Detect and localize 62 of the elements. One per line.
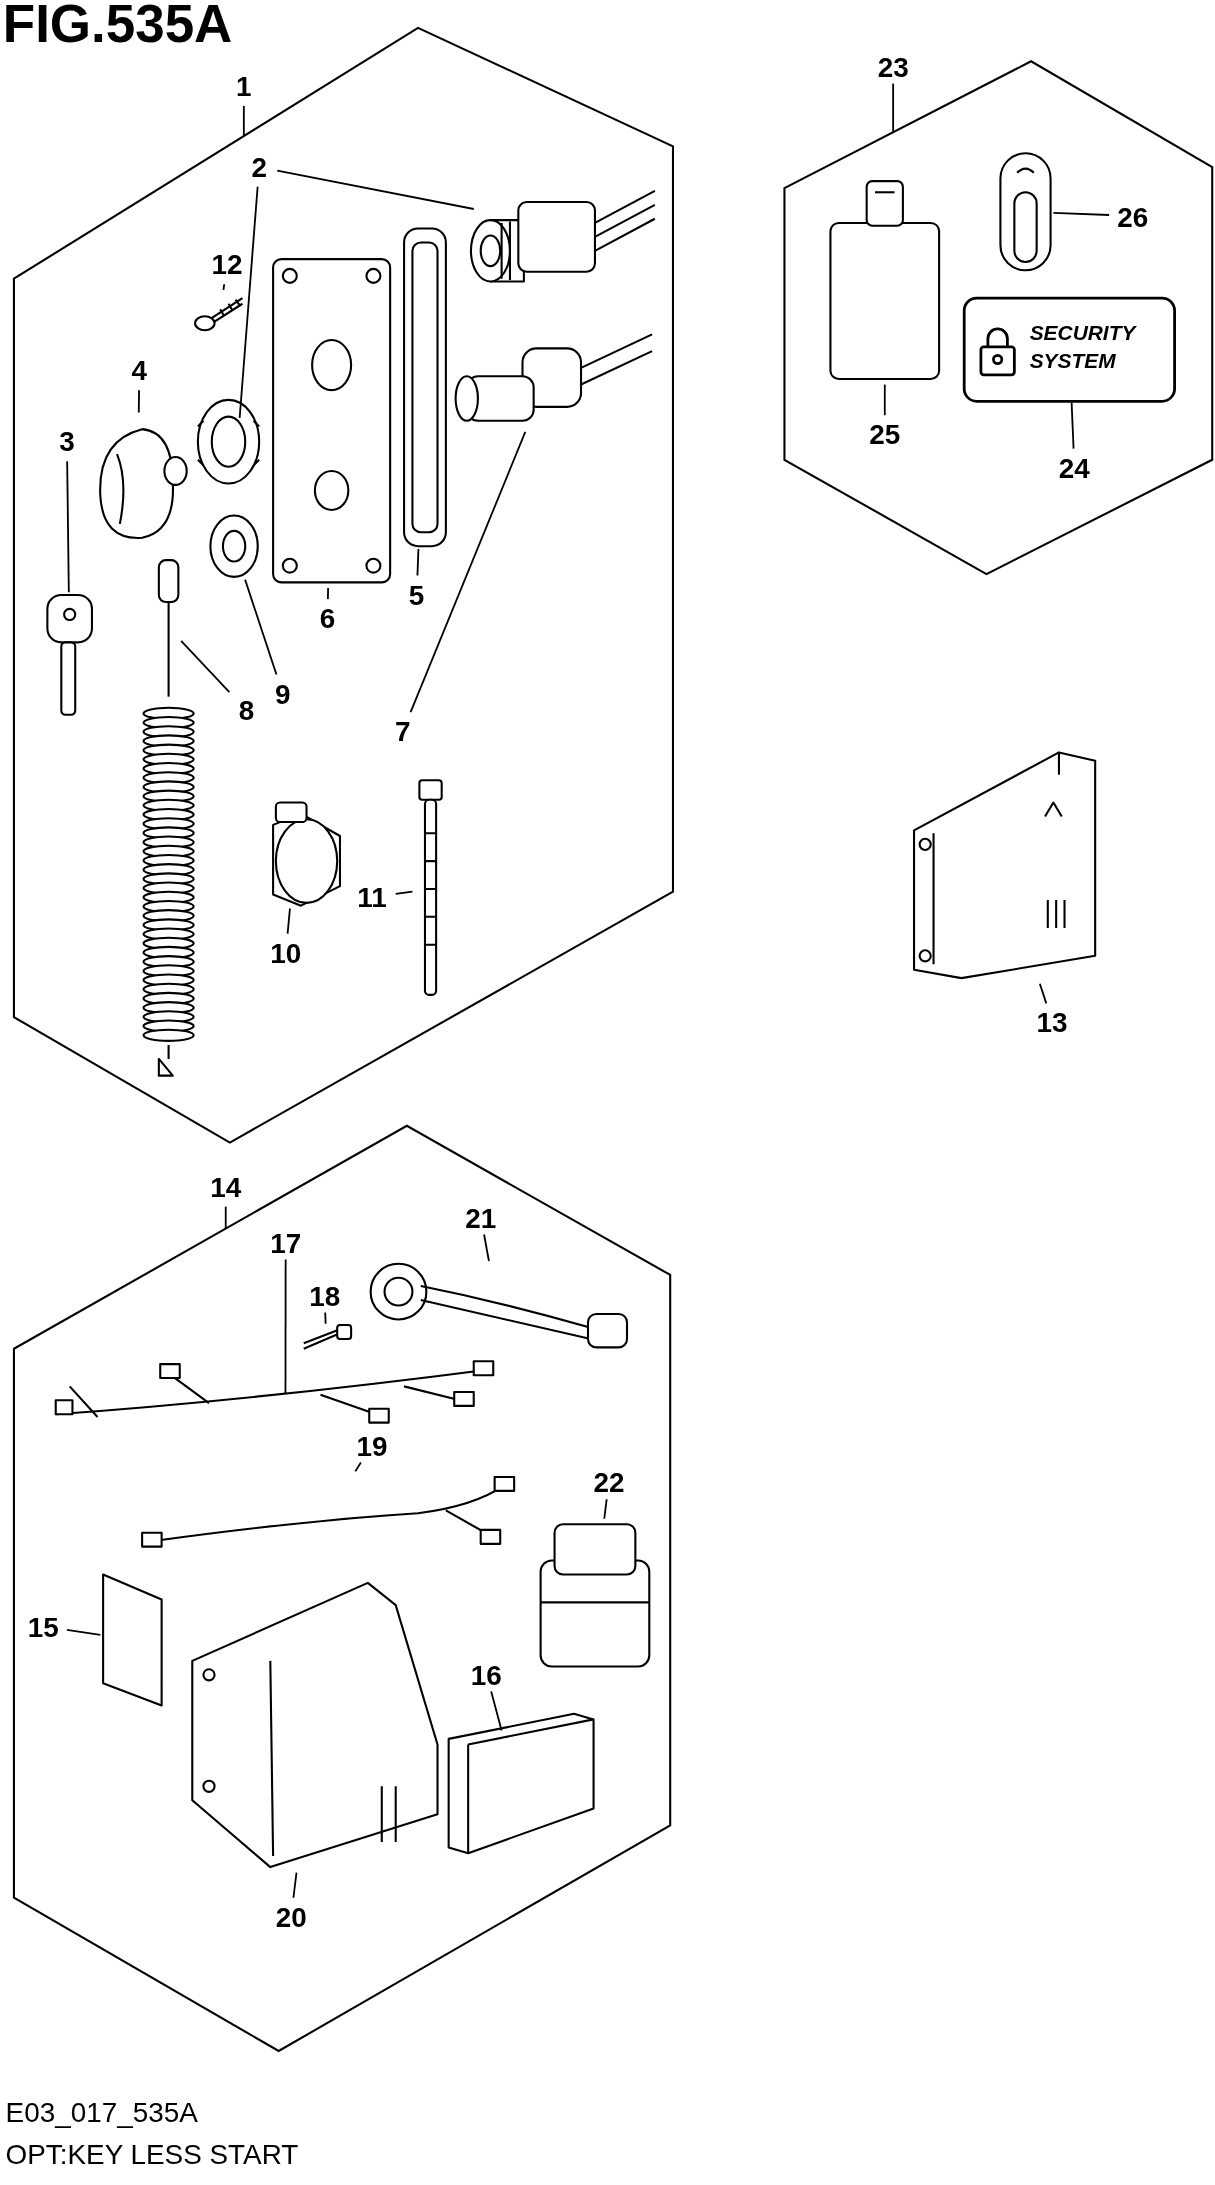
callout-number: 12 [206,248,248,282]
callout-number: 16 [465,1658,508,1689]
leader-line [1052,212,1110,216]
callout-number: 9 [267,677,299,711]
callout-number: 20 [270,1900,313,1932]
leader-line [416,548,420,577]
callout-number: 22 [588,1465,630,1497]
security-sticker [962,296,1176,403]
callout-number: 13 [1031,1006,1073,1037]
callout-number: 21 [459,1201,502,1232]
label-sheet-drawing [100,1571,165,1709]
nut-drawing [206,512,262,580]
callout-number: 23 [872,50,915,81]
callout-number: 2 [243,150,275,184]
callout-number: 8 [231,693,262,728]
gasket-drawing [401,225,449,549]
drawing-code: E03_017_535A [5,2097,198,2130]
leader-line [137,389,140,414]
callout-number: 18 [303,1279,346,1310]
callout-number: 24 [1053,451,1096,483]
callout-number: 1 [228,69,260,104]
leader-line [394,890,414,895]
leader-line [65,1628,102,1636]
callout-number: 3 [51,424,83,459]
leader-line [1038,982,1048,1005]
leader-line [276,169,475,210]
leader-line [326,587,330,601]
leader-line [224,1205,227,1230]
leader-line [892,82,895,134]
callout-number: 26 [1111,200,1154,232]
callout-number: 6 [312,601,343,636]
callout-number: 4 [124,353,155,388]
leader-line [180,640,231,694]
callout-number: 10 [264,936,307,970]
leader-line [324,1311,327,1325]
leader-line [238,185,259,419]
callout-number: 14 [204,1170,247,1204]
leader-line [222,283,226,291]
leader-line [66,460,70,594]
callout-number: 19 [351,1429,393,1461]
leader-line [354,1461,362,1473]
callout-number: 11 [351,880,393,915]
figure-caption: OPT:KEY LESS START [5,2138,299,2171]
leader-line [292,1871,298,1899]
leader-line [409,431,527,714]
leader-line [244,578,278,676]
leader-line [603,1498,608,1520]
leader-line [284,1258,287,1395]
leader-line [286,907,291,935]
callout-number: 17 [264,1226,307,1257]
callout-number: 25 [863,418,906,449]
callout-number: 5 [401,578,432,612]
callout-number: 7 [387,714,418,749]
kit-outline [13,1125,671,2051]
leader-line [490,1690,503,1732]
leader-line [883,383,886,417]
callout-number: 15 [22,1610,65,1642]
sticker-text: SECURITY SYSTEM [1029,319,1138,374]
leader-line [1070,401,1075,450]
figure-title: FIG.535A [2,0,233,55]
leader-line [242,105,245,137]
leader-line [483,1233,490,1262]
